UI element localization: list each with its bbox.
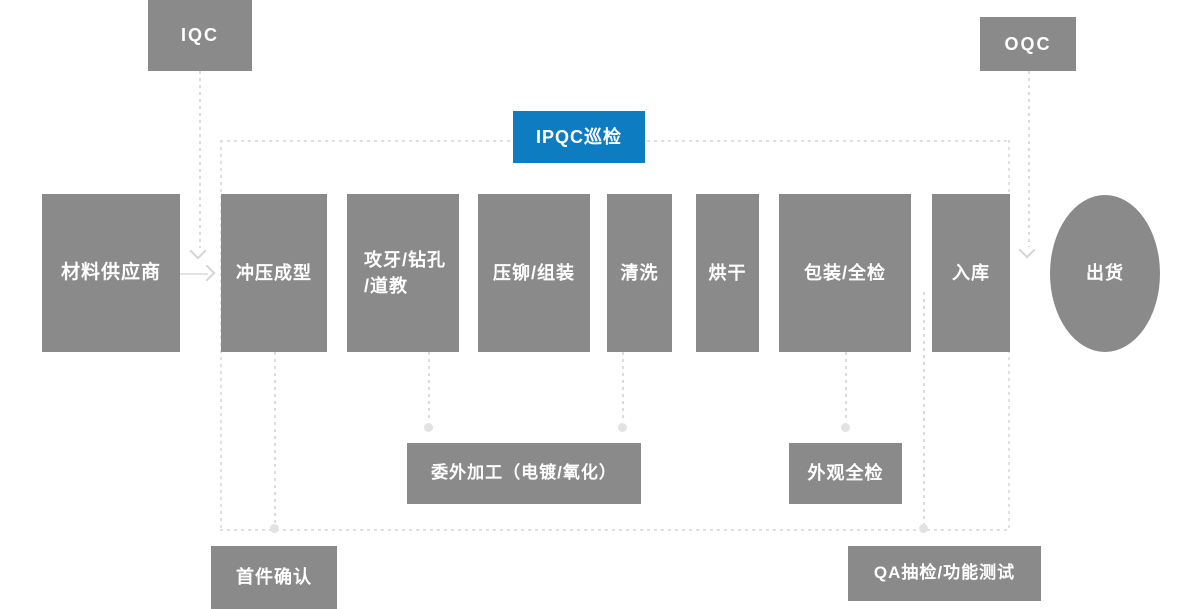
node-riveting-assembly-label: 压铆/组装 [492,262,575,283]
node-tapping-drilling-label: 攻牙/钻孔 /道教 [364,247,446,299]
arrow-down-icon [189,242,207,260]
iqc-connector-line [199,71,201,248]
stamping-to-first-article-line [274,352,276,525]
node-iqc-label: IQC [180,25,219,46]
node-drying: 烘干 [696,194,759,352]
node-oqc-label: OQC [1004,33,1052,54]
tapping-label-line2: /道教 [364,276,409,296]
node-warehousing: 入库 [932,194,1010,352]
node-stamping-label: 冲压成型 [236,262,312,283]
connector-dot-icon [841,423,850,432]
node-stamping: 冲压成型 [221,194,327,352]
oqc-connector-line [1028,71,1030,247]
node-cleaning-label: 清洗 [620,262,659,283]
connector-dot-icon [919,524,928,533]
node-appearance-inspection: 外观全检 [789,443,902,504]
cleaning-to-outsourcing-line [622,352,624,422]
node-outsourcing: 委外加工（电镀/氧化） [407,443,641,504]
node-qa-sampling-function-test: QA抽检/功能测试 [848,546,1041,601]
node-ipqc-patrol-label: IPQC巡检 [535,126,622,147]
node-warehousing-label: 入库 [952,262,990,283]
node-first-article-confirmation: 首件确认 [211,546,337,609]
arrow-down-icon [1018,241,1036,259]
node-riveting-assembly: 压铆/组装 [478,194,590,352]
node-tapping-drilling: 攻牙/钻孔 /道教 [347,194,459,352]
qa-test-connector-line [923,292,925,525]
node-appearance-inspection-label: 外观全检 [807,463,884,484]
connector-dot-icon [424,423,433,432]
arrow-right-icon [198,264,216,282]
node-packing-full-inspection: 包装/全检 [779,194,911,352]
node-shipping-label: 出货 [1086,263,1124,284]
node-first-article-confirmation-label: 首件确认 [236,567,312,588]
node-material-supplier-label: 材料供应商 [60,262,161,284]
node-cleaning: 清洗 [607,194,672,352]
node-outsourcing-label: 委外加工（电镀/氧化） [431,463,617,483]
tapping-to-outsourcing-line [428,352,430,422]
node-iqc: IQC [148,0,252,71]
packing-to-appearance-line [845,352,847,422]
node-material-supplier: 材料供应商 [42,194,180,352]
node-oqc: OQC [980,17,1076,71]
node-drying-label: 烘干 [708,262,747,283]
connector-dot-icon [618,423,627,432]
supplier-to-stamping-arrow-shaft [178,273,208,275]
node-packing-full-inspection-label: 包装/全检 [803,262,886,283]
connector-dot-icon [270,524,279,533]
tapping-label-line1: 攻牙/钻孔 [364,249,447,270]
node-shipping: 出货 [1050,195,1160,352]
node-qa-sampling-function-test-label: QA抽检/功能测试 [873,563,1016,583]
node-ipqc-patrol: IPQC巡检 [513,111,645,163]
